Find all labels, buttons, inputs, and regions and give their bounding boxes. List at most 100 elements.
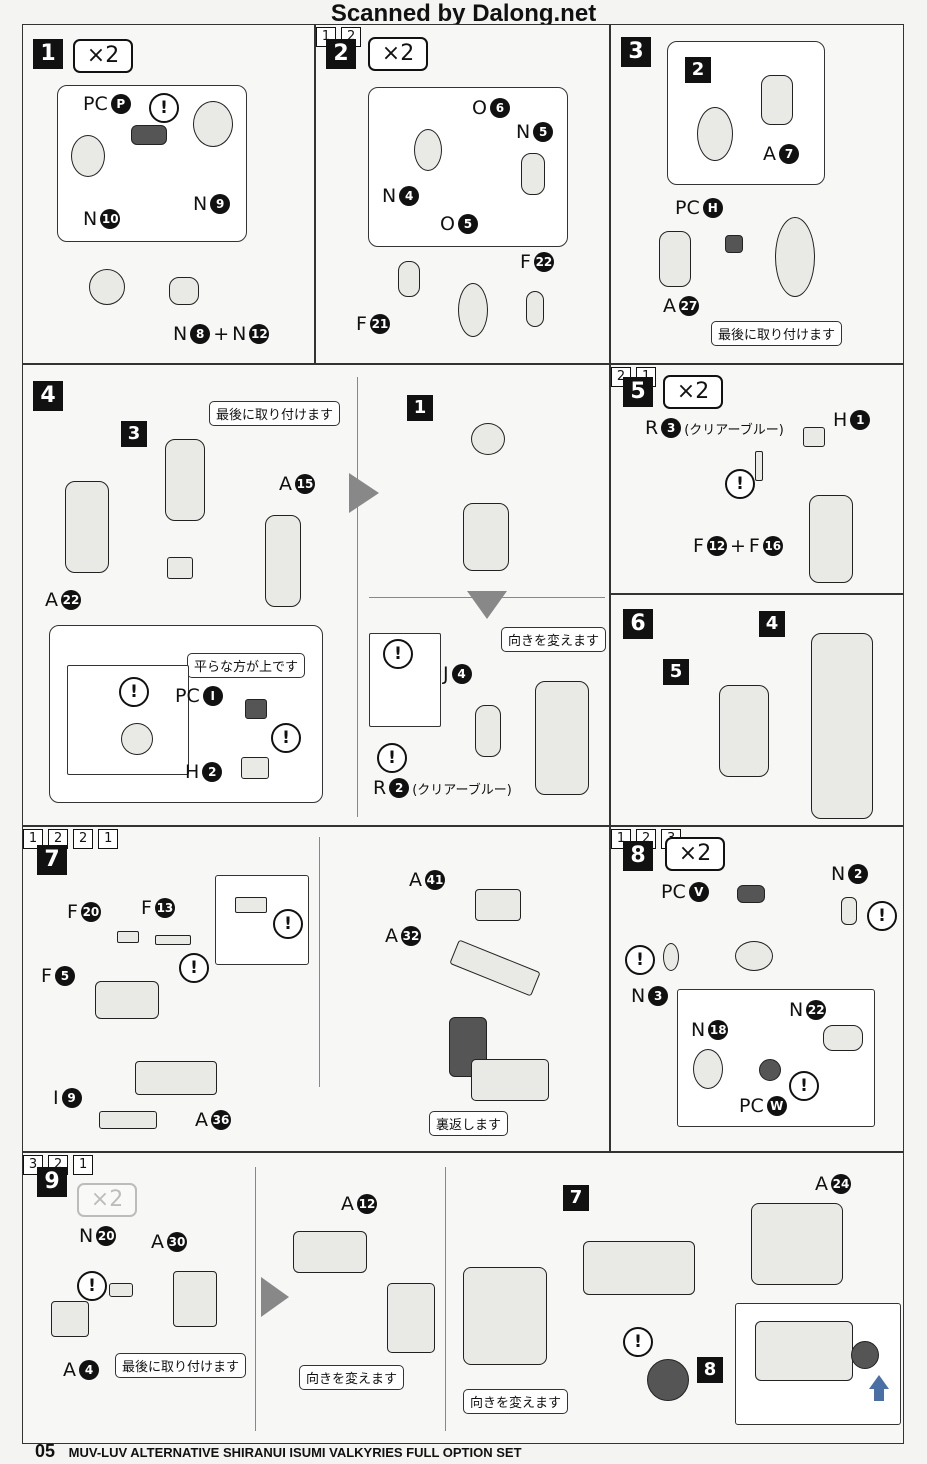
part-h2 bbox=[241, 757, 269, 779]
caution-icon-2: ! bbox=[625, 945, 655, 975]
step-number: 2 bbox=[326, 39, 356, 69]
part-a15 bbox=[265, 515, 301, 607]
part-detail-joint bbox=[851, 1341, 879, 1369]
part-n8-n12 bbox=[169, 277, 199, 305]
note-change-direction-1: 向きを変えます bbox=[299, 1365, 405, 1390]
step-number: 5 bbox=[623, 377, 653, 407]
part-sub1 bbox=[471, 423, 505, 455]
note-attach-last: 最後に取り付けます bbox=[115, 1353, 247, 1378]
part-a36 bbox=[135, 1061, 217, 1095]
multiplier-badge: ×2 bbox=[73, 39, 133, 73]
note-change-direction-2: 向きを変えます bbox=[463, 1389, 569, 1414]
caution-icon-2: ! bbox=[623, 1327, 653, 1357]
caution-icon-2: ! bbox=[271, 723, 301, 753]
part-sub2 bbox=[697, 107, 733, 161]
part-assembled bbox=[535, 681, 589, 795]
sub-step-2-right: 2 bbox=[73, 829, 94, 849]
part-a12 bbox=[293, 1231, 367, 1273]
part-n10 bbox=[71, 135, 105, 177]
part-f21 bbox=[398, 261, 420, 297]
part-f12-f16 bbox=[809, 495, 853, 583]
part-sub8 bbox=[647, 1359, 689, 1401]
scan-header: Scanned by Dalong.net bbox=[330, 0, 597, 27]
sub-assembly-4: 4 bbox=[759, 611, 785, 637]
part-a32 bbox=[449, 939, 541, 997]
step-number: 6 bbox=[623, 609, 653, 639]
process-arrow bbox=[261, 1277, 289, 1317]
step-6-panel: 6 4 5 bbox=[610, 594, 904, 826]
caution-icon: ! bbox=[725, 469, 755, 499]
part-i9 bbox=[99, 1111, 157, 1129]
note-flip-over: 裏返します bbox=[429, 1111, 509, 1136]
part-base bbox=[471, 1059, 549, 1101]
step-number: 3 bbox=[621, 37, 651, 67]
part-a7 bbox=[761, 75, 793, 125]
part-pc-v bbox=[737, 885, 765, 903]
sub-assembly-7: 7 bbox=[563, 1185, 589, 1211]
caution-icon-3: ! bbox=[789, 1071, 819, 1101]
part-detail-body bbox=[755, 1321, 853, 1381]
caution-icon: ! bbox=[273, 909, 303, 939]
note-change-direction: 向きを変えます bbox=[501, 627, 607, 652]
step-5-panel: 5 ×2 R3(クリアーブルー) H1 2 1 ! F12 + F16 bbox=[610, 364, 904, 594]
caution-icon: ! bbox=[77, 1271, 107, 1301]
caution-icon-4: ! bbox=[377, 743, 407, 773]
page-number: 05 bbox=[35, 1441, 56, 1461]
part-sub3 bbox=[165, 439, 205, 521]
note-attach-last: 最後に取り付けます bbox=[209, 401, 341, 426]
multiplier-badge: ×2 bbox=[663, 375, 723, 409]
part-n3 bbox=[663, 943, 679, 971]
part-h1 bbox=[803, 427, 825, 447]
part-a41 bbox=[475, 889, 521, 921]
part-n5 bbox=[521, 153, 545, 195]
multiplier-badge: ×2 bbox=[368, 37, 428, 71]
part-f22 bbox=[526, 291, 544, 327]
part-f5 bbox=[95, 981, 159, 1019]
sub-assembly-3: 3 bbox=[121, 421, 147, 447]
sub-assembly-8: 8 bbox=[697, 1357, 723, 1383]
sub-assembly-1: 1 bbox=[407, 395, 433, 421]
multiplier-badge: ×2 bbox=[77, 1183, 137, 1217]
part-a30 bbox=[173, 1271, 217, 1327]
part-f20-detail bbox=[235, 897, 267, 913]
part-n2 bbox=[841, 897, 857, 925]
part-pc-w bbox=[759, 1059, 781, 1081]
sub-step-1: 1 bbox=[73, 1155, 94, 1175]
caution-icon: ! bbox=[119, 677, 149, 707]
part-assembled bbox=[735, 941, 773, 971]
step-number: 4 bbox=[33, 381, 63, 411]
part-assembled bbox=[458, 283, 488, 337]
caution-icon-3: ! bbox=[383, 639, 413, 669]
up-arrow-icon bbox=[869, 1375, 889, 1389]
part-sub7 bbox=[583, 1241, 695, 1295]
